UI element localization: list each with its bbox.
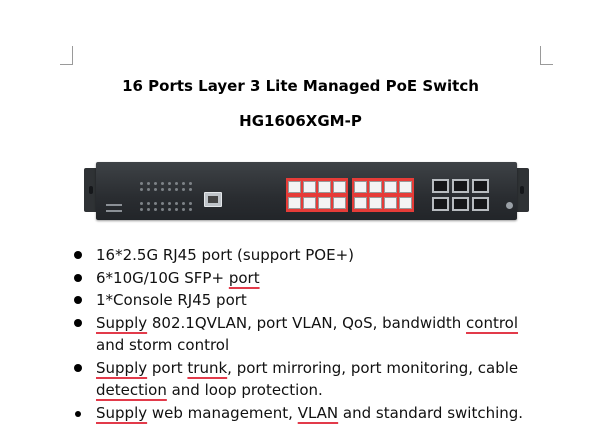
bullet-dot	[74, 296, 82, 304]
rack-ear-right	[515, 168, 529, 212]
feature-item: 16*2.5G RJ45 port (support POE+)	[70, 244, 590, 267]
feature-item: Supply 802.1QVLAN, port VLAN, QoS, bandw…	[70, 312, 590, 357]
model-number: HG1606XGM-P	[239, 112, 362, 130]
feature-item: Supply web management, VLAN and standard…	[70, 402, 590, 425]
bullet-dot	[74, 251, 82, 259]
feature-item: 1*Console RJ45 port	[70, 289, 590, 312]
reset-button	[506, 202, 513, 209]
margin-corner-mark-right	[540, 46, 553, 65]
feature-list: 16*2.5G RJ45 port (support POE+) 6*10G/1…	[70, 244, 590, 424]
switch-product-image	[84, 160, 529, 222]
bullet-dot	[74, 318, 82, 327]
rj45-port-block-1	[286, 178, 348, 212]
switch-front-panel	[96, 162, 517, 220]
feature-item: 6*10G/10G SFP+ port	[70, 267, 590, 290]
status-label-mark	[106, 204, 122, 206]
bullet-dot	[74, 273, 82, 282]
console-port	[204, 192, 222, 207]
port-led-group-top	[140, 182, 193, 191]
document-title: 16 Ports Layer 3 Lite Managed PoE Switch	[122, 77, 479, 95]
rj45-port-block-2	[352, 178, 414, 212]
sfp-port-block	[432, 179, 492, 211]
port-led-group-bottom	[140, 202, 193, 211]
margin-corner-mark-left	[60, 46, 73, 65]
bullet-dot	[75, 410, 81, 417]
feature-item: Supply port trunk, port mirroring, port …	[70, 357, 590, 402]
status-label-mark	[106, 210, 122, 212]
rack-ear-left	[84, 168, 98, 212]
bullet-dot	[74, 363, 82, 372]
